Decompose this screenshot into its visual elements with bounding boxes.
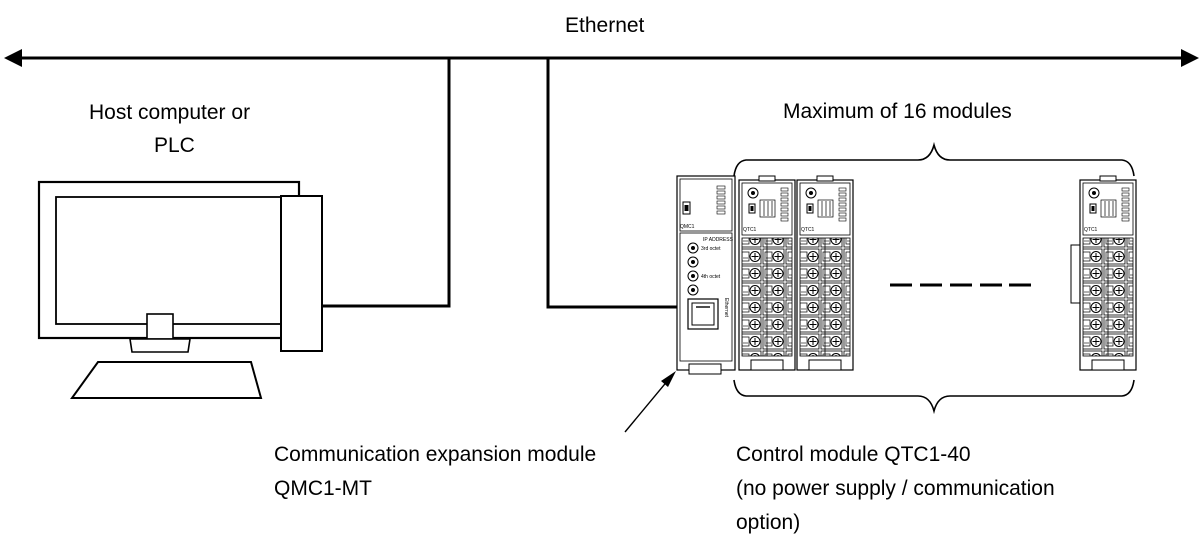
ethernet-label: Ethernet [565, 14, 645, 37]
comm-module-label-line1: Communication expansion module [274, 443, 597, 466]
comm-module-name: QMC1 [680, 224, 695, 230]
ethernet-bus [4, 49, 1199, 67]
control-module-2-icon: QTC1 [796, 175, 854, 371]
control-module-2-name: QTC1 [801, 227, 815, 233]
ip-address-label: IP ADDRESS [703, 237, 734, 243]
max-modules-label: Maximum of 16 modules [783, 100, 1012, 123]
host-cable [322, 58, 451, 308]
comm-module-label-line2: QMC1-MT [274, 477, 372, 500]
host-label-line1: Host computer or [89, 101, 251, 124]
ethernet-port-label: Ethernet [723, 298, 729, 318]
control-module-last-name: QTC1 [1084, 227, 1098, 233]
third-octet-label: 3rd octet [701, 246, 721, 252]
host-label-line2: PLC [154, 134, 195, 157]
control-module-label-line1: Control module QTC1-40 [736, 443, 971, 466]
control-module-label-line3: option) [736, 511, 801, 534]
fourth-octet-label: 4th octet [701, 274, 721, 280]
control-module-1-icon: QTC1 [738, 175, 796, 371]
control-module-label-line2: (no power supply / communication [736, 477, 1055, 500]
comm-module-cable [546, 58, 688, 309]
pc-tower-icon [280, 195, 323, 352]
comm-module-pointer [624, 371, 676, 433]
control-module-1-name: QTC1 [743, 227, 757, 233]
top-brace [733, 141, 1135, 177]
comm-module-icon: QMC1 IP ADDRESS 3rd octet 4th octet Ethe… [676, 175, 736, 375]
host-computer-icon [37, 180, 323, 399]
control-module-last-icon: QTC1 [1070, 175, 1137, 371]
keyboard-icon [70, 361, 263, 399]
bottom-brace [733, 379, 1135, 415]
